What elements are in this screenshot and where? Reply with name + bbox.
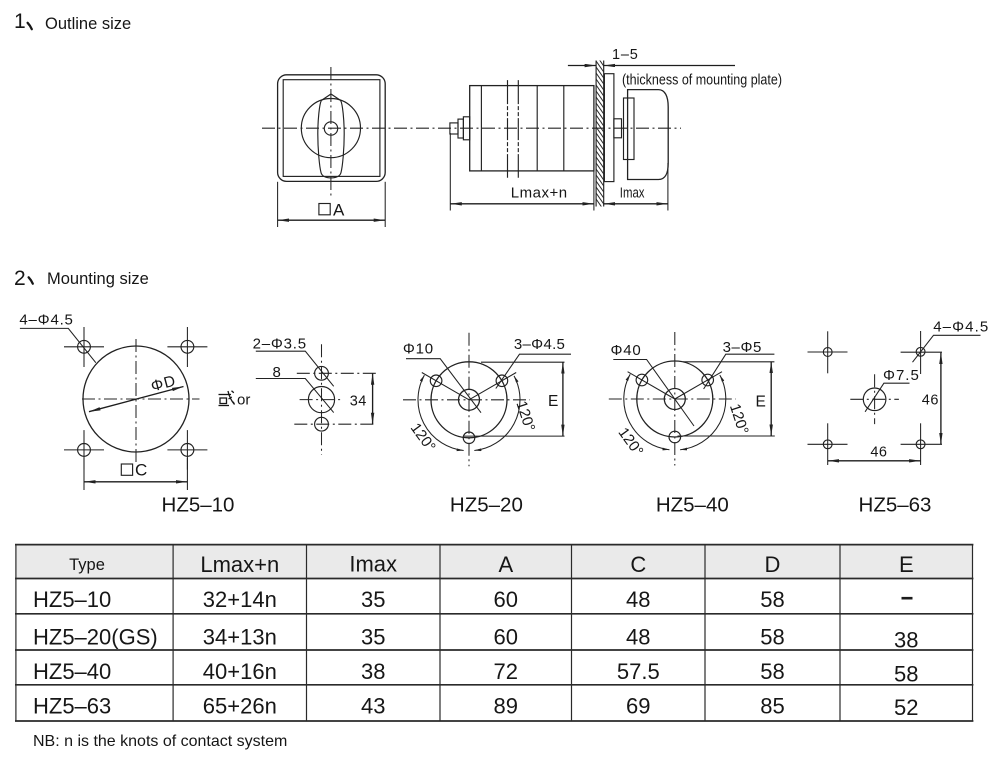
svg-text:120°: 120° [726, 402, 752, 437]
svg-text:2–Φ3.5: 2–Φ3.5 [253, 335, 307, 352]
svg-text:43: 43 [361, 694, 385, 719]
svg-text:120°: 120° [407, 420, 439, 455]
svg-text:58: 58 [894, 662, 918, 687]
svg-text:ΦD: ΦD [149, 372, 178, 395]
svg-text:1–5: 1–5 [612, 47, 639, 63]
svg-text:or: or [237, 392, 250, 409]
svg-text:35: 35 [361, 587, 385, 612]
svg-text:40+16n: 40+16n [203, 659, 277, 684]
svg-text:4–Φ4.5: 4–Φ4.5 [933, 319, 989, 336]
svg-text:34+13n: 34+13n [203, 625, 277, 650]
svg-text:48: 48 [626, 625, 650, 650]
svg-text:48: 48 [626, 587, 650, 612]
svg-text:69: 69 [626, 694, 650, 719]
svg-text:E: E [756, 394, 766, 411]
svg-text:HZ5–10: HZ5–10 [33, 587, 111, 612]
svg-text:46: 46 [870, 445, 887, 461]
svg-text:60: 60 [494, 625, 518, 650]
svg-text:58: 58 [760, 659, 784, 684]
svg-text:Φ7.5: Φ7.5 [883, 367, 920, 384]
svg-text:35: 35 [361, 625, 385, 650]
svg-text:A: A [498, 552, 513, 577]
svg-text:72: 72 [494, 659, 518, 684]
svg-text:58: 58 [760, 625, 784, 650]
svg-text:57.5: 57.5 [617, 659, 660, 684]
svg-text:C: C [630, 552, 646, 577]
svg-text:HZ5–63: HZ5–63 [859, 494, 932, 517]
svg-text:46: 46 [922, 393, 939, 409]
svg-text:52: 52 [894, 695, 918, 720]
svg-text:E: E [899, 552, 914, 577]
svg-text:A: A [333, 200, 345, 219]
svg-text:HZ5–20: HZ5–20 [450, 494, 523, 517]
svg-text:60: 60 [494, 587, 518, 612]
svg-text:C: C [135, 461, 147, 480]
svg-text:1: 1 [14, 10, 26, 33]
svg-text:32+14n: 32+14n [203, 587, 277, 612]
svg-text:8: 8 [273, 364, 281, 381]
svg-text:Imax: Imax [349, 552, 397, 577]
svg-text:89: 89 [494, 694, 518, 719]
svg-text:Φ40: Φ40 [611, 342, 642, 359]
svg-text:120°: 120° [614, 424, 646, 459]
svg-text:38: 38 [894, 628, 918, 653]
svg-text:NB: n is the knots of contact: NB: n is the knots of contact system [33, 733, 287, 750]
svg-text:Lmax+n: Lmax+n [200, 552, 279, 577]
svg-text:Type: Type [69, 556, 105, 574]
svg-text:34: 34 [350, 393, 367, 409]
svg-text:3–Φ5: 3–Φ5 [723, 339, 762, 356]
svg-text:Imax: Imax [620, 184, 645, 201]
svg-text:Φ10: Φ10 [403, 340, 434, 357]
svg-text:120°: 120° [512, 399, 538, 434]
svg-text:3–Φ4.5: 3–Φ4.5 [514, 336, 565, 353]
svg-text:85: 85 [760, 694, 784, 719]
svg-text:65+26n: 65+26n [203, 694, 277, 719]
svg-text:Outline size: Outline size [45, 15, 131, 33]
svg-text:HZ5–63: HZ5–63 [33, 694, 111, 719]
svg-text:HZ5–40: HZ5–40 [656, 494, 729, 517]
svg-text:E: E [548, 393, 558, 410]
svg-text:(thickness of mounting plate): (thickness of mounting plate) [622, 72, 782, 89]
svg-text:HZ5–40: HZ5–40 [33, 659, 111, 684]
svg-text:38: 38 [361, 659, 385, 684]
svg-text:58: 58 [760, 587, 784, 612]
svg-text:Mounting size: Mounting size [47, 270, 149, 288]
svg-text:4–Φ4.5: 4–Φ4.5 [19, 312, 73, 329]
svg-text:D: D [765, 552, 781, 577]
svg-text:HZ5–10: HZ5–10 [162, 494, 235, 517]
svg-text:HZ5–20(GS): HZ5–20(GS) [33, 625, 158, 650]
svg-text:2: 2 [14, 267, 26, 290]
svg-text:Lmax+n: Lmax+n [511, 185, 568, 202]
